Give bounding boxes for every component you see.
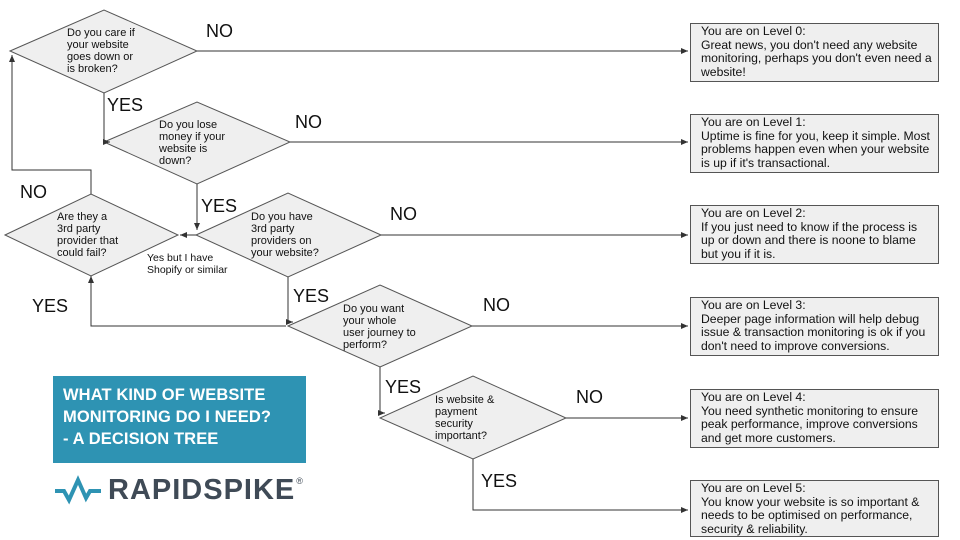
level-box-5: You are on Level 5: You know your websit… [690,480,939,537]
question-q1-line: your website [67,39,129,51]
label-yes-q5: YES [481,471,518,491]
question-q3-line: Do you have [251,211,313,223]
label-yes-third-party: YES [32,296,69,316]
question-q4-line: user journey to [343,327,416,339]
question-q2-line: Do you lose [159,119,218,131]
question-q4-line: your whole [343,315,397,327]
question-q3: Do you have 3rd party providers on your … [251,211,319,259]
level-box-line: don't need to improve conversions. [701,338,890,353]
level-box-line: issue & transaction monitoring is ok if … [701,325,926,340]
label-yes-q1: YES [107,95,144,115]
note-shopify-line: Shopify or similar [147,264,228,276]
question-third-party-line: could fail? [57,247,107,259]
level-box-line: up or down and there is noone to blame [701,233,916,248]
level-box-line: but you if it is. [701,246,776,261]
rapidspike-logo: RAPIDSPIKE ® [54,472,303,508]
label-no-q5: NO [576,387,603,407]
question-q5: Is website & payment security important? [435,394,494,442]
question-q5-line: Is website & [435,394,495,406]
level-box-line: You know your website is so important & [701,494,920,509]
question-q1-line: is broken? [67,63,118,75]
level-box-line: You are on Level 0: [701,24,806,38]
question-q3-line: your website? [251,247,319,259]
level-box-line: is up if it's transactional. [701,155,830,170]
decision-diamond-third-party [3,193,180,277]
label-no-q4: NO [483,295,510,315]
level-box-line: If you just need to know if the process … [701,219,918,234]
question-third-party: Are they a 3rd party provider that could… [57,211,118,259]
question-q2-line: down? [159,155,192,167]
label-no-third-party: NO [20,182,47,202]
level-box-line: Great news, you don't need any website [701,37,918,52]
question-third-party-line: provider that [57,235,119,247]
note-shopify-line: Yes but I have [147,252,214,264]
question-q1-line: Do you care if [67,27,135,39]
registered-mark: ® [296,476,303,486]
level-box-line: peak performance, improve conversions [701,417,918,432]
question-q5-line: payment [435,406,478,418]
level-box-line: You are on Level 1: [701,115,806,129]
note-shopify: Yes but I have Shopify or similar [147,252,228,276]
label-yes-q4: YES [385,377,422,397]
level-box-line: You are on Level 2: [701,206,806,220]
pulse-logo-icon [55,475,101,505]
question-q3-line: providers on [251,235,312,247]
question-q2-line: website is [159,143,208,155]
level-box-line: problems happen even when your website [701,142,930,157]
question-third-party-line: 3rd party [57,223,101,235]
level-box-0: You are on Level 0: Great news, you don'… [690,23,939,82]
level-box-line: You need synthetic monitoring to ensure [701,403,919,418]
question-q2: Do you lose money if your website is dow… [159,119,225,167]
title-banner-line: WHAT KIND OF WEBSITE [63,386,266,404]
level-box-line: and get more customers. [701,430,836,445]
level-box-1: You are on Level 1: Uptime is fine for y… [690,114,939,173]
question-q2-line: money if your [159,131,226,143]
level-box-3: You are on Level 3: Deeper page informat… [690,297,939,356]
question-q5-line: important? [435,430,487,442]
question-q4-line: Do you want [343,303,405,315]
level-box-line: security & reliability. [701,521,808,536]
level-box-4: You are on Level 4: You need synthetic m… [690,389,939,448]
title-banner-line: - A DECISION TREE [63,430,219,448]
question-q4: Do you want your whole user journey to p… [343,303,416,351]
question-third-party-line: Are they a [57,211,108,223]
level-box-line: needs to be optimised on performance, [701,508,913,523]
question-q5-line: security [435,418,473,430]
level-box-line: You are on Level 4: [701,390,806,404]
label-no-q3: NO [390,204,417,224]
question-q1-line: goes down or [67,51,134,63]
level-box-line: You are on Level 5: [701,481,806,495]
label-yes-q3: YES [293,286,330,306]
title-banner: WHAT KIND OF WEBSITE MONITORING DO I NEE… [53,376,306,463]
label-yes-q2: YES [201,196,238,216]
level-box-line: Deeper page information will help debug [701,311,920,326]
question-q1: Do you care if your website goes down or… [67,27,135,75]
level-box-2: You are on Level 2: If you just need to … [690,205,939,264]
question-q3-line: 3rd party [251,223,295,235]
level-box-line: You are on Level 3: [701,298,806,312]
logo-wordmark: RAPIDSPIKE [108,473,296,506]
title-banner-line: MONITORING DO I NEED? [63,408,272,426]
level-box-line: monitoring, perhaps you don't even need … [701,51,932,66]
question-q4-line: perform? [343,339,388,351]
label-no-q1: NO [206,21,233,41]
level-box-line: Uptime is fine for you, keep it simple. … [701,128,930,143]
label-no-q2: NO [295,112,322,132]
level-box-line: website! [701,64,746,79]
